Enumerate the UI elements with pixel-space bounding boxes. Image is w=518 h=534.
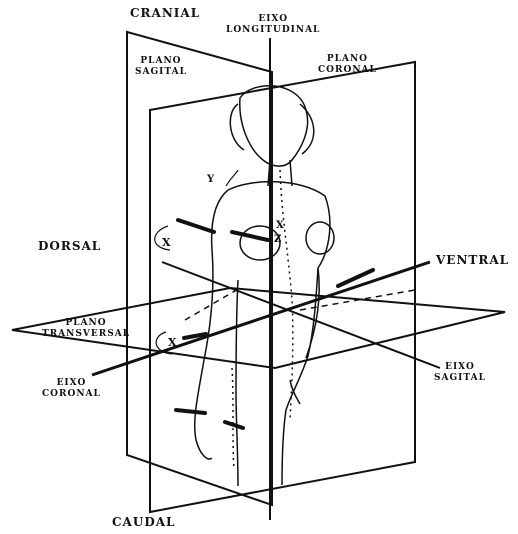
label-dorsal: DORSAL — [38, 241, 101, 252]
marker-x-mid: X — [276, 220, 284, 231]
sagittal-plane — [127, 32, 272, 505]
label-coronal-plane: PLANO CORONAL — [318, 54, 377, 76]
human-figure — [195, 86, 334, 486]
label-coronal-axis: EIXO CORONAL — [42, 378, 101, 400]
marker-y: Y — [206, 174, 215, 185]
breast-right — [306, 222, 334, 254]
sagittal-axis — [162, 262, 440, 368]
label-longitudinal-axis: EIXO LONGITUDINAL — [226, 14, 320, 36]
coronal-axis — [92, 262, 430, 375]
label-ventral: VENTRAL — [436, 255, 509, 266]
label-sagittal-plane: PLANO SAGITAL — [135, 56, 187, 78]
label-caudal: CAUDAL — [112, 517, 175, 528]
label-transverse-plane: PLANO TRANSVERSAL — [42, 318, 130, 340]
marker-z: Z — [274, 234, 281, 245]
label-sagittal-axis: EIXO SAGITAL — [434, 362, 486, 384]
marker-x-lower: X — [168, 336, 177, 349]
head — [240, 86, 308, 166]
marker-x-upper: X — [162, 236, 171, 249]
label-cranial: CRANIAL — [130, 8, 200, 19]
